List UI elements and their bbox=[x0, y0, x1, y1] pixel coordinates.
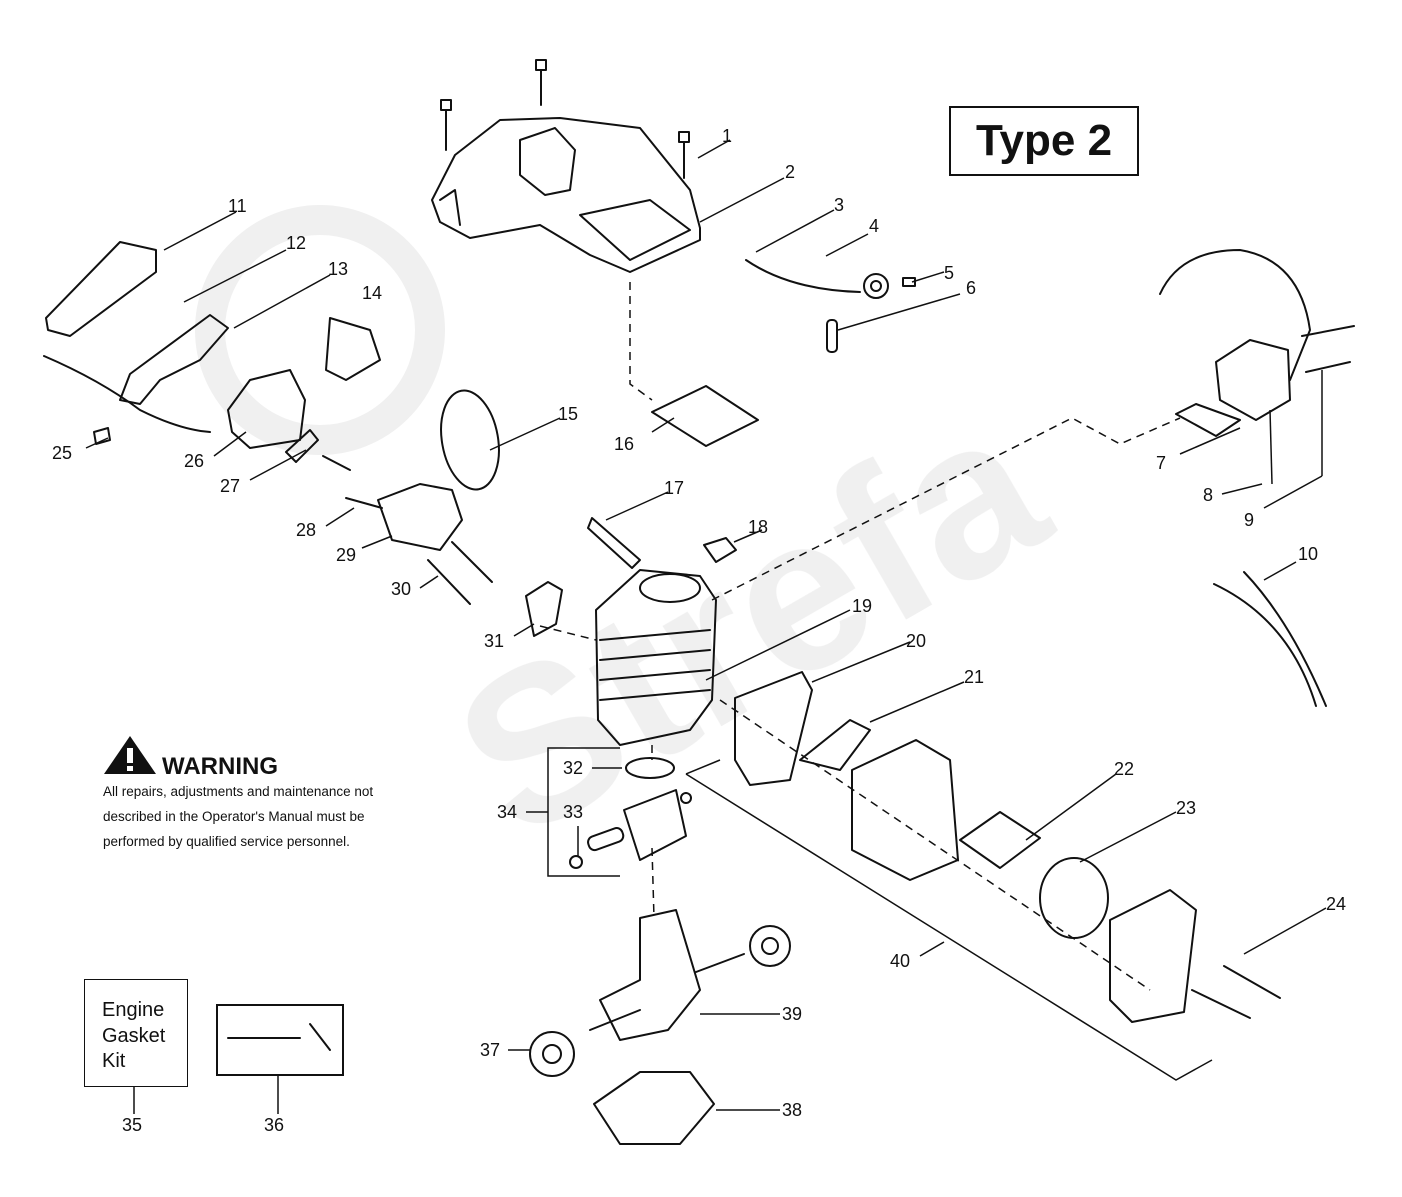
part-number: 25 bbox=[52, 443, 73, 463]
part-number: 3 bbox=[834, 195, 845, 215]
part-number: 8 bbox=[1203, 485, 1214, 505]
part-number: 18 bbox=[748, 517, 769, 537]
part-number: 4 bbox=[869, 216, 880, 236]
part-number: 40 bbox=[890, 951, 911, 971]
part-number: 39 bbox=[782, 1004, 803, 1024]
part-number: 15 bbox=[558, 404, 579, 424]
part-number: 5 bbox=[944, 263, 955, 283]
gasket-kit-box bbox=[84, 979, 188, 1087]
piston bbox=[623, 789, 687, 861]
part-27-gasket bbox=[285, 429, 319, 463]
part-number: 21 bbox=[964, 667, 985, 687]
part-4-switch bbox=[863, 273, 889, 299]
type-label: Type 2 bbox=[949, 106, 1139, 176]
part-number: 13 bbox=[328, 259, 349, 279]
part-7-bracket bbox=[1175, 403, 1241, 437]
part-number: 34 bbox=[497, 802, 518, 822]
part-6-pin bbox=[826, 319, 838, 353]
part-29-intake-manifold bbox=[377, 483, 463, 551]
part-26-carb bbox=[227, 369, 306, 449]
part-31-gasket bbox=[525, 581, 563, 637]
part-number: 30 bbox=[391, 579, 412, 599]
alignment-lines bbox=[539, 282, 1181, 991]
cover-screws bbox=[440, 59, 690, 179]
part-5-pin bbox=[902, 277, 916, 287]
part-number: 20 bbox=[906, 631, 927, 651]
part-10-wires bbox=[1213, 583, 1317, 707]
top-cover bbox=[431, 117, 701, 273]
part-number: 22 bbox=[1114, 759, 1135, 779]
ignition-coil bbox=[1215, 339, 1291, 421]
part-number: 10 bbox=[1298, 544, 1319, 564]
part-number: 37 bbox=[480, 1040, 501, 1060]
part-number: 6 bbox=[966, 278, 977, 298]
leader-lines bbox=[85, 139, 1327, 1114]
part-number: 17 bbox=[664, 478, 685, 498]
part-number: 26 bbox=[184, 451, 205, 471]
warning-title: WARNING bbox=[162, 753, 278, 780]
tool-box bbox=[216, 1004, 344, 1076]
part-number: 1 bbox=[722, 126, 733, 146]
part-number: 12 bbox=[286, 233, 307, 253]
part-number: 2 bbox=[785, 162, 796, 182]
part-number: 27 bbox=[220, 476, 241, 496]
part-number: 9 bbox=[1244, 510, 1255, 530]
part-37-bearing bbox=[529, 1031, 575, 1077]
warning-line-3: performed by qualified service personnel… bbox=[103, 834, 350, 849]
part-number: 24 bbox=[1326, 894, 1347, 914]
part-18-cap bbox=[703, 537, 737, 563]
part-11-cover bbox=[45, 241, 157, 337]
muffler-body bbox=[851, 739, 959, 881]
part-number: 32 bbox=[563, 758, 584, 778]
part-23-screen bbox=[1039, 857, 1109, 939]
part-36-tool bbox=[227, 1023, 331, 1051]
part-16-decal bbox=[651, 385, 759, 447]
part-15-boot bbox=[440, 389, 500, 491]
part-19-cylinder bbox=[595, 569, 717, 746]
part-3-wire bbox=[745, 259, 861, 293]
part-number: 7 bbox=[1156, 453, 1167, 473]
part-32-ring bbox=[625, 757, 675, 779]
part-28-bolt bbox=[345, 497, 383, 509]
part-number: 19 bbox=[852, 596, 873, 616]
part-number: 29 bbox=[336, 545, 357, 565]
kit-line-2: Gasket bbox=[102, 1025, 166, 1047]
warning-line-1: All repairs, adjustments and maintenance… bbox=[103, 784, 374, 799]
part-20-shield bbox=[734, 671, 813, 786]
part-number: 36 bbox=[264, 1115, 285, 1135]
kit-line-3: Kit bbox=[102, 1050, 126, 1072]
part-25 bbox=[93, 427, 111, 445]
part-39-crankshaft bbox=[599, 909, 701, 1041]
part-24-cover bbox=[1109, 889, 1197, 1023]
part-number: 31 bbox=[484, 631, 505, 651]
part-21-gasket bbox=[799, 719, 871, 771]
kit-line-1: Engine bbox=[102, 999, 165, 1021]
part-number: 35 bbox=[122, 1115, 143, 1135]
part-number: 11 bbox=[228, 196, 247, 216]
part-13-handle bbox=[119, 314, 229, 405]
part-38-crankcase bbox=[593, 1071, 715, 1145]
part-number: 38 bbox=[782, 1100, 803, 1120]
part-number: 23 bbox=[1176, 798, 1197, 818]
part-33-pin bbox=[587, 827, 625, 852]
part-number: 33 bbox=[563, 802, 584, 822]
part-30-bolt bbox=[427, 559, 471, 605]
part-22-plate bbox=[959, 811, 1041, 869]
part-14-intake bbox=[325, 317, 381, 381]
bearing-right bbox=[749, 925, 791, 967]
part-number: 28 bbox=[296, 520, 317, 540]
part-number: 16 bbox=[614, 434, 635, 454]
part-17-plug bbox=[587, 517, 641, 569]
part-number: 14 bbox=[362, 283, 383, 303]
warning-line-2: described in the Operator's Manual must … bbox=[103, 809, 365, 824]
warning-icon bbox=[104, 736, 156, 774]
